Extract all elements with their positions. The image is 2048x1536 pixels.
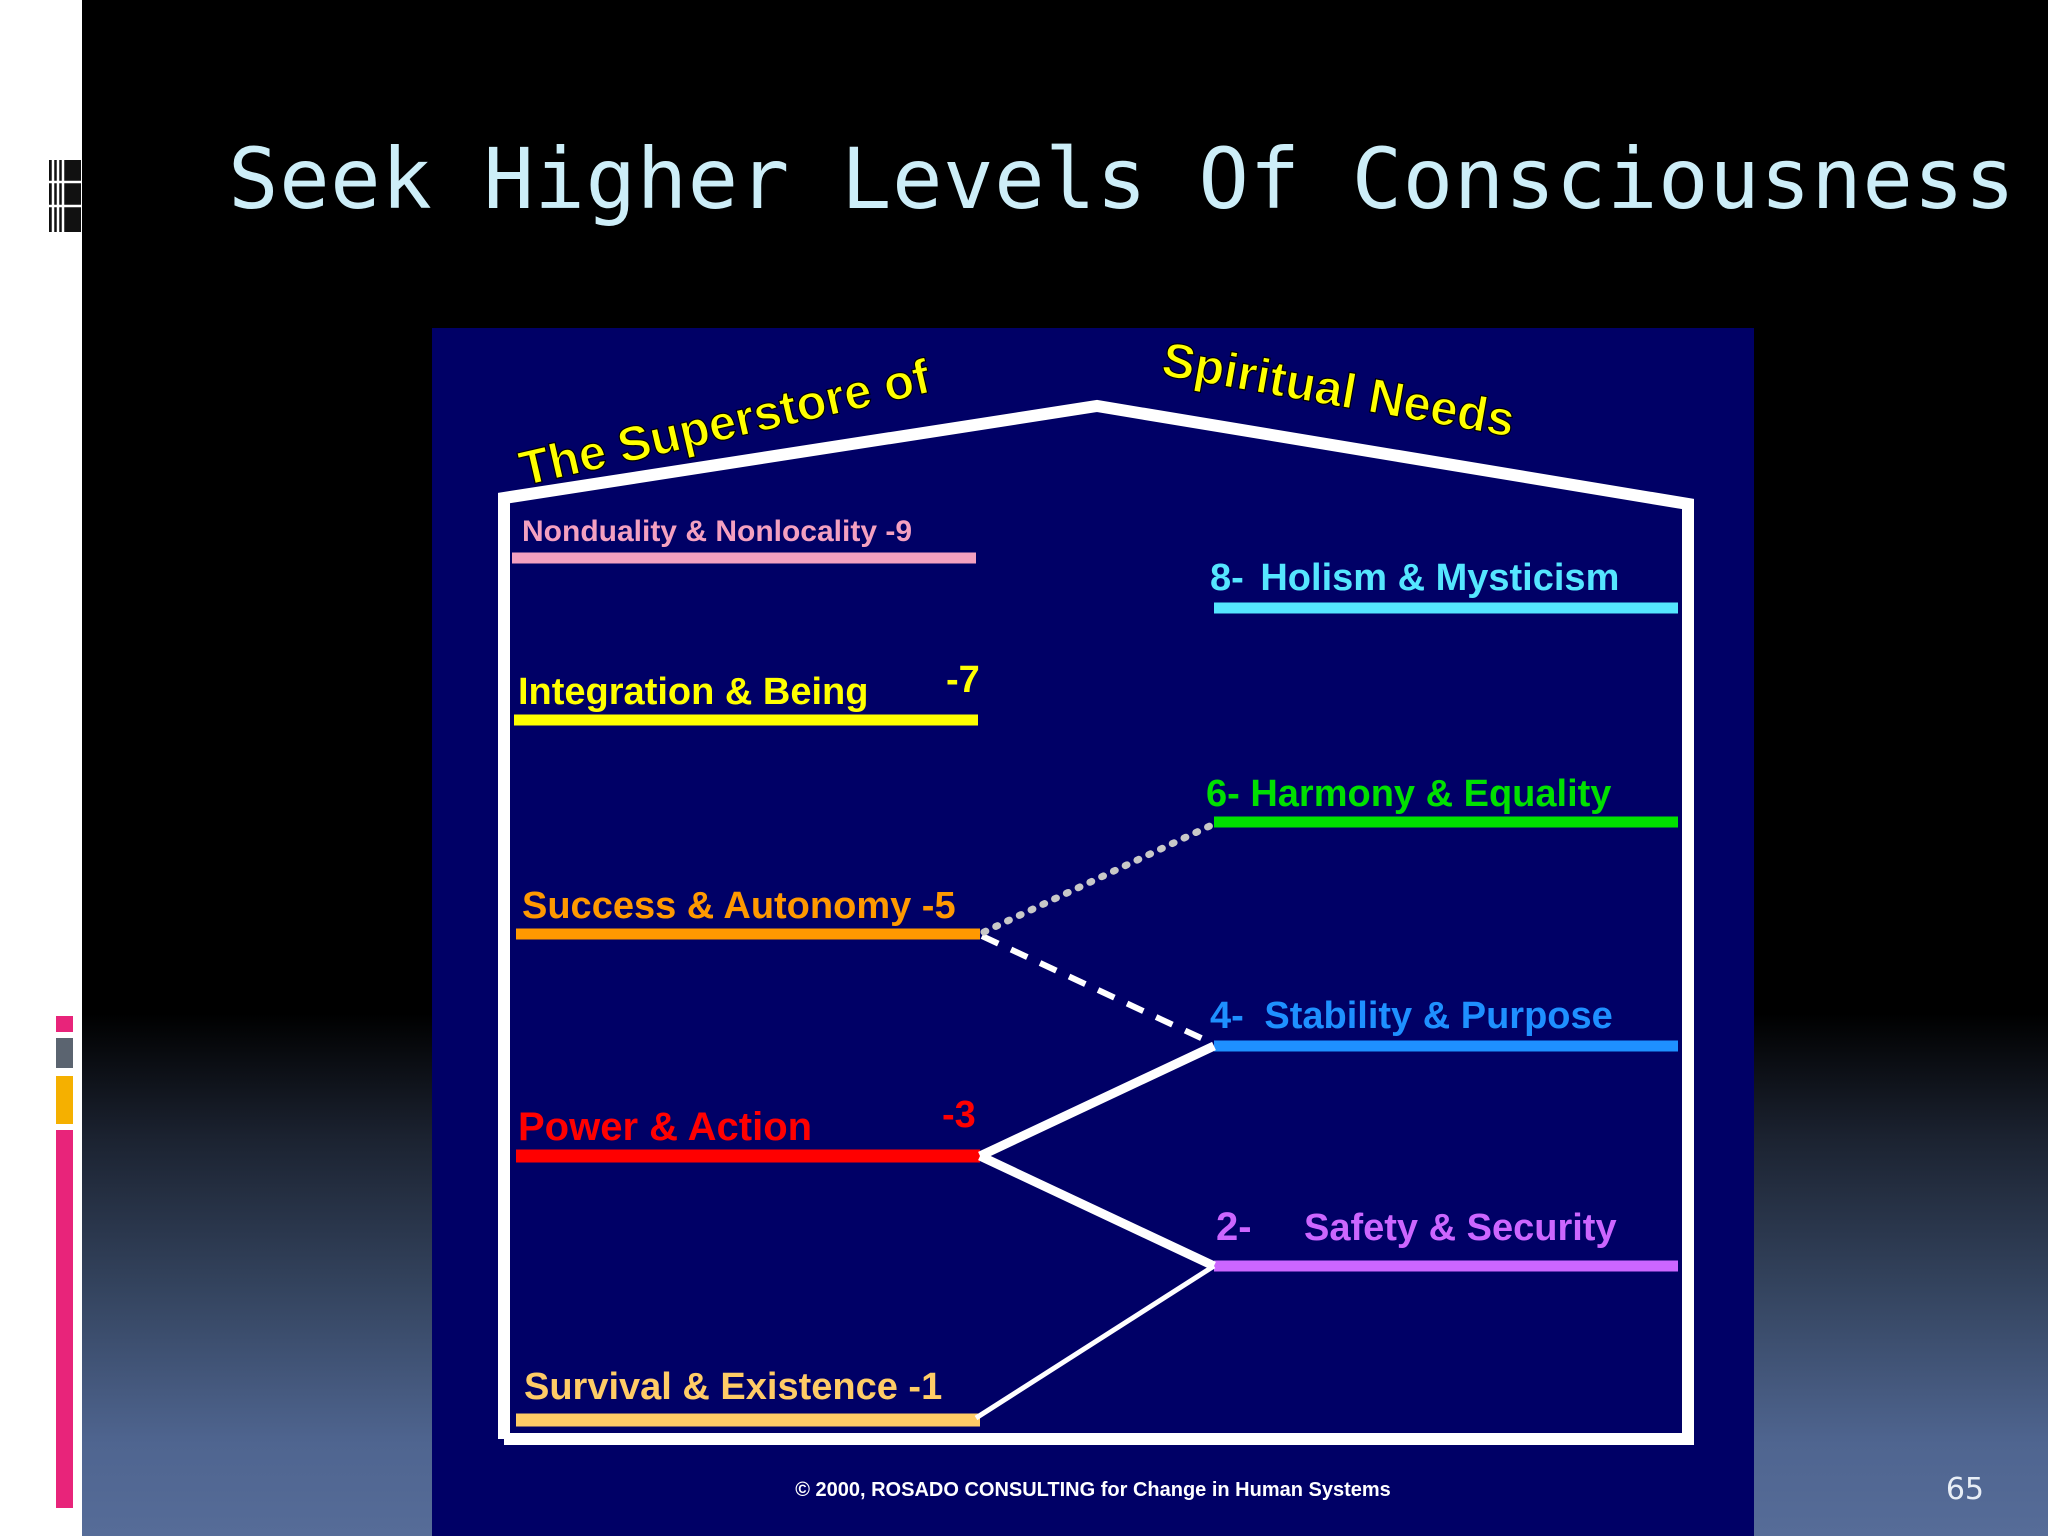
level-label-3: Power & Action — [518, 1105, 812, 1149]
level-label-4: Stability & Purpose — [1264, 995, 1612, 1037]
levels-diagram: The Superstore of Spiritual Needs Nondua… — [498, 332, 1694, 1501]
connector-power-safety — [978, 1151, 1216, 1271]
accent-bar-orange — [56, 1076, 73, 1124]
roof-label-left: The Superstore of — [514, 350, 935, 497]
accent-bar-magenta — [56, 1130, 73, 1508]
level-number-2: 2- — [1216, 1205, 1252, 1249]
level-label-7: Integration & Being — [518, 671, 868, 713]
connector-survival-safety — [974, 1263, 1216, 1421]
level-label-1: Survival & Existence -1 — [524, 1366, 942, 1408]
page-number: 65 — [1945, 1472, 1984, 1507]
level-number-4: 4- — [1210, 995, 1244, 1037]
connector-power-stability — [978, 1041, 1216, 1161]
accent-bar-gray — [56, 1038, 73, 1068]
grid-icon — [48, 158, 82, 234]
level-number-8: 8- — [1210, 557, 1244, 599]
copyright-notice: © 2000, ROSADO CONSULTING for Change in … — [795, 1479, 1391, 1501]
accent-bar-pink — [56, 1016, 73, 1032]
slide-title: Seek Higher Levels Of Consciousness — [228, 130, 2016, 228]
level-number-7: -7 — [946, 659, 980, 701]
level-number-6: 6- — [1206, 773, 1240, 815]
level-number-3: -3 — [942, 1094, 976, 1136]
diagram-panel: The Superstore of Spiritual Needs Nondua… — [432, 328, 1754, 1536]
level-label-9: Nondualit­y & Nonlocality -9 — [522, 515, 912, 548]
house-outline — [498, 399, 1694, 1445]
connector-success-stability-dashed — [980, 933, 1216, 1047]
svg-text:8- Holism & Mysticism: 8- Holism & Mysticism — [1210, 557, 1619, 599]
connector-success-harmony-dotted — [980, 820, 1218, 936]
svg-text:4- Stability & Purpose: 4- Stability & Purpose — [1210, 995, 1613, 1037]
svg-text:6- Harmony & Equality: 6- Harmony & Equality — [1206, 773, 1611, 815]
level-label-5: Success & Autonomy -5 — [522, 885, 956, 927]
level-label-8: Holism & Mysticism — [1260, 557, 1619, 599]
level-label-6: Harmony & Equality — [1250, 773, 1611, 815]
level-label-2: Safety & Security — [1304, 1207, 1617, 1249]
